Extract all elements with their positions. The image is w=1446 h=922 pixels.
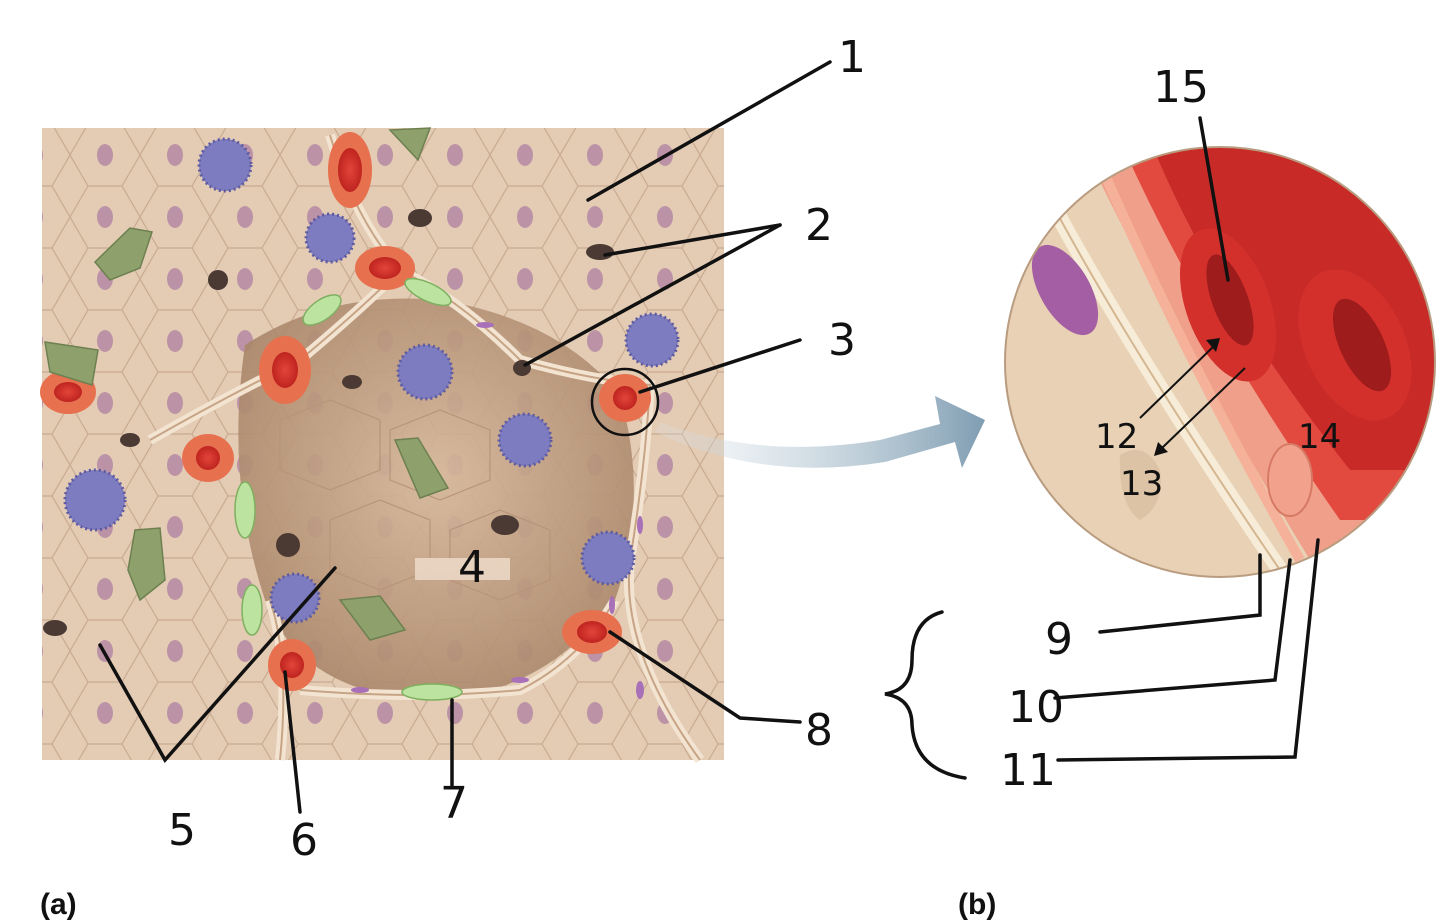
label-1: 1 <box>838 32 866 83</box>
panel-label-b: (b) <box>958 888 996 922</box>
label-10: 10 <box>1008 682 1064 733</box>
label-4: 4 <box>458 542 486 593</box>
label-11: 11 <box>1000 745 1056 796</box>
label-6: 6 <box>290 815 318 866</box>
label-9: 9 <box>1045 614 1073 665</box>
panel-label-a: (a) <box>40 888 77 922</box>
label-12: 12 <box>1095 417 1138 457</box>
label-5: 5 <box>168 805 196 856</box>
respiratory-membrane-illustration <box>1000 140 1446 590</box>
label-13: 13 <box>1120 464 1163 504</box>
label-7: 7 <box>440 778 468 829</box>
label-14: 14 <box>1298 417 1341 457</box>
label-15: 15 <box>1153 62 1209 113</box>
label-3: 3 <box>828 315 856 366</box>
label-2: 2 <box>805 200 833 251</box>
alveolar-tissue-illustration <box>40 128 724 760</box>
label-8: 8 <box>805 705 833 756</box>
alveolar-pore <box>586 244 614 260</box>
